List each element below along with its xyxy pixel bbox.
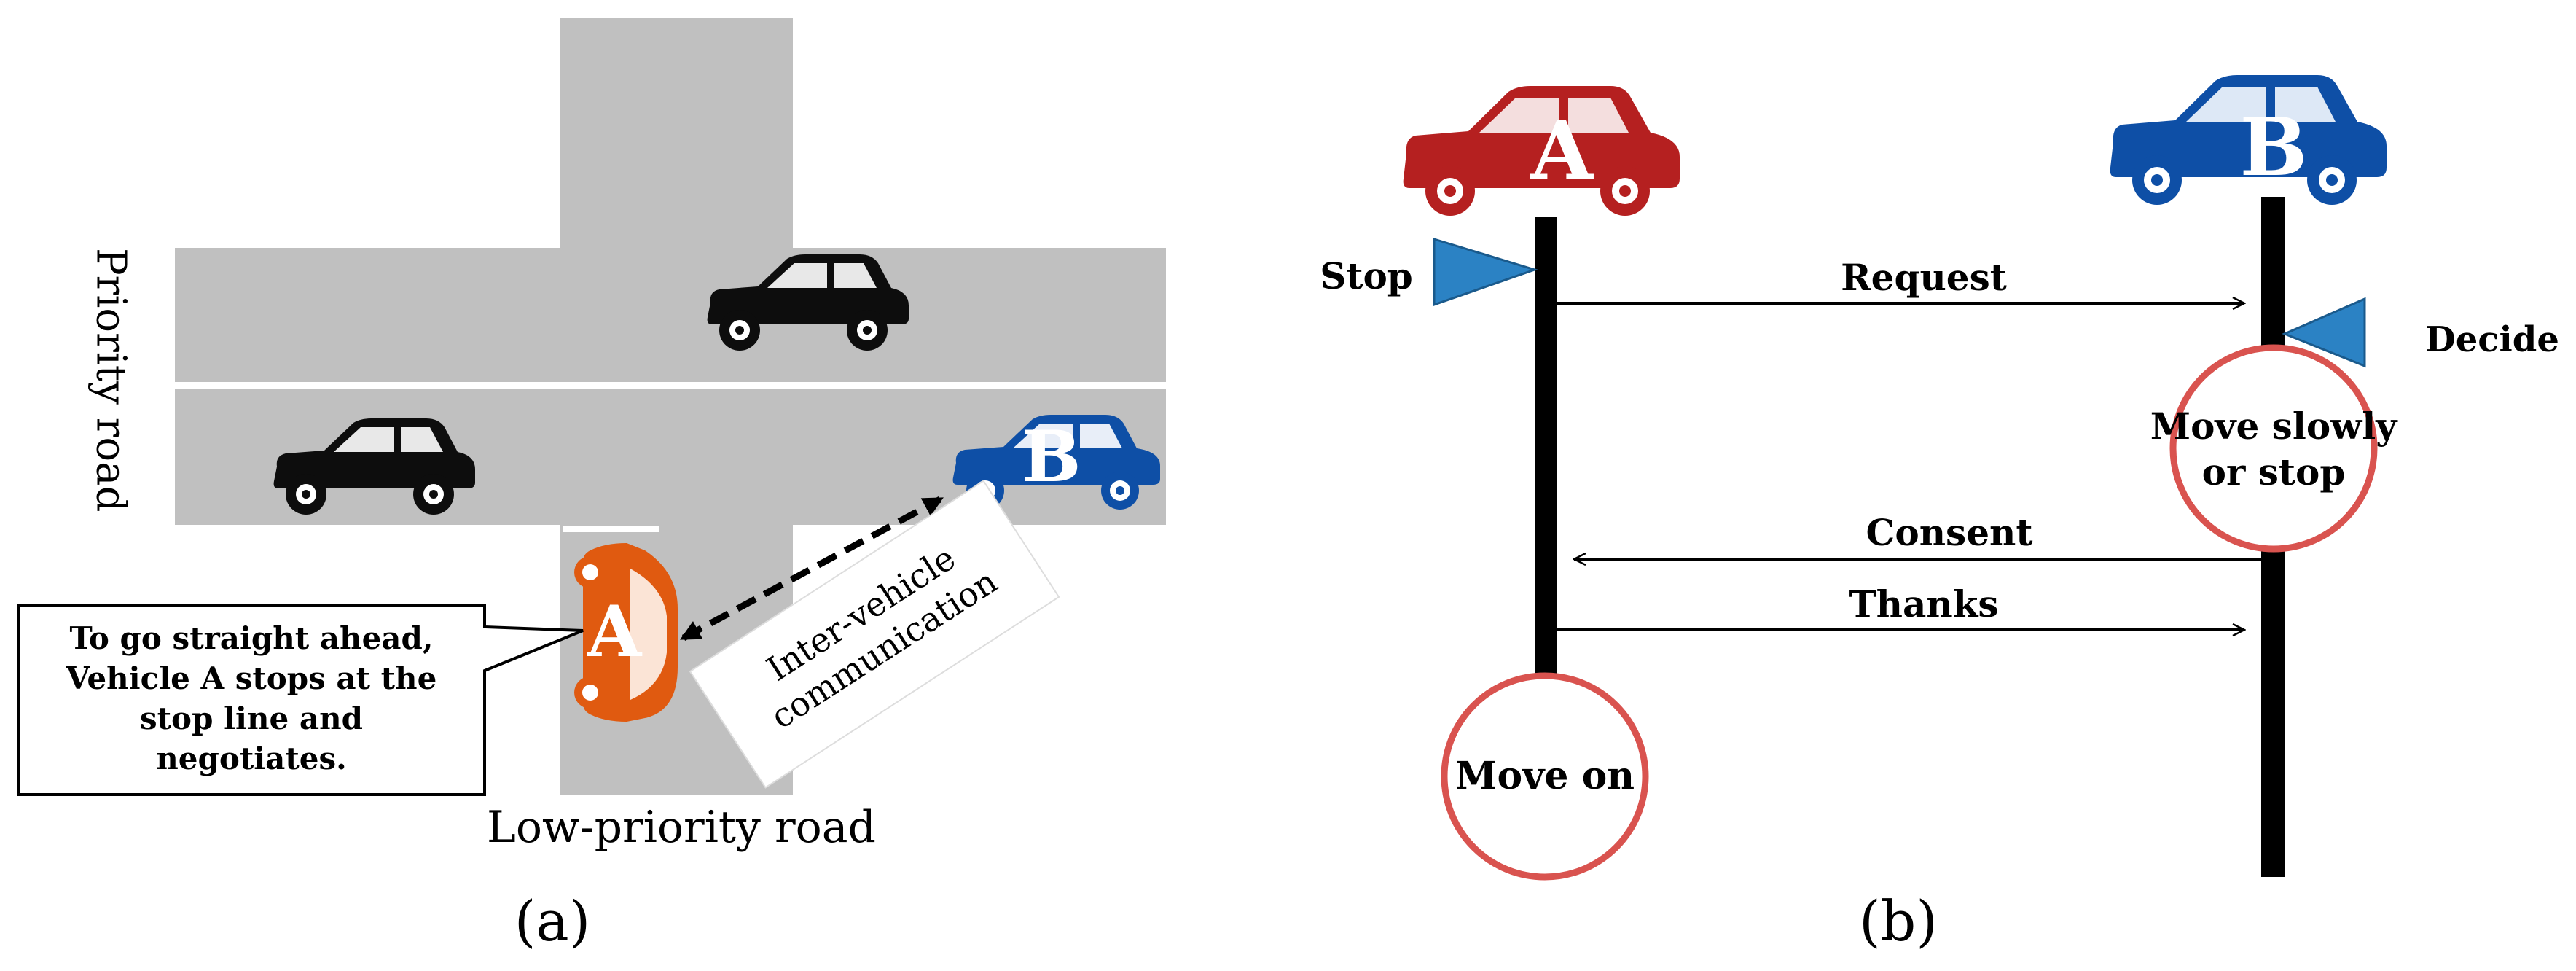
black-car-icon <box>273 418 475 515</box>
move-slowly-circle <box>2169 344 2378 553</box>
move-slowly-line2: or stop <box>2202 451 2346 494</box>
vehicle-b-letter: B <box>1022 416 1081 498</box>
vehicle-a-letter: A <box>1530 104 1594 198</box>
communication-arrow <box>680 496 944 641</box>
stop-flag-icon <box>1433 237 1538 307</box>
low-priority-road-label: Low-priority road <box>487 802 876 853</box>
panel-a: Priority road B <box>17 18 1166 954</box>
vehicle-a-letter: A <box>587 590 643 673</box>
move-on-label: Move on <box>1455 754 1635 798</box>
request-label: Request <box>1841 256 2007 299</box>
priority-road-label: Priority road <box>87 248 135 512</box>
callout-line-3: stop line and <box>140 701 363 736</box>
stop-label: Stop <box>1320 254 1413 297</box>
decide-flag-icon <box>2282 297 2366 368</box>
callout-line-2: Vehicle A stops at the <box>66 660 437 696</box>
vehicle-a-car-icon <box>574 543 678 722</box>
callout-box <box>17 604 584 796</box>
move-on-circle <box>1441 672 1649 881</box>
black-car-icon <box>707 254 909 351</box>
stop-line <box>563 526 659 532</box>
callout-line-1: To go straight ahead, <box>69 620 433 656</box>
lane-divider <box>175 382 1166 389</box>
vehicle-a-car-icon <box>1403 86 1680 216</box>
panel-b: A B Stop Decide Request Move slowly or s… <box>1320 75 2559 954</box>
vehicle-b-car-icon <box>2110 75 2387 205</box>
thanks-label: Thanks <box>1849 582 1998 625</box>
vehicle-b-letter: B <box>2240 100 2308 194</box>
caption-a: (a) <box>514 889 591 954</box>
consent-label: Consent <box>1866 511 2033 554</box>
callout: To go straight ahead, Vehicle A stops at… <box>17 604 584 796</box>
move-slowly-line1: Move slowly <box>2150 405 2398 448</box>
callout-line-4: negotiates. <box>156 741 347 776</box>
caption-b: (b) <box>1859 889 1938 954</box>
decide-label: Decide <box>2425 319 2559 360</box>
